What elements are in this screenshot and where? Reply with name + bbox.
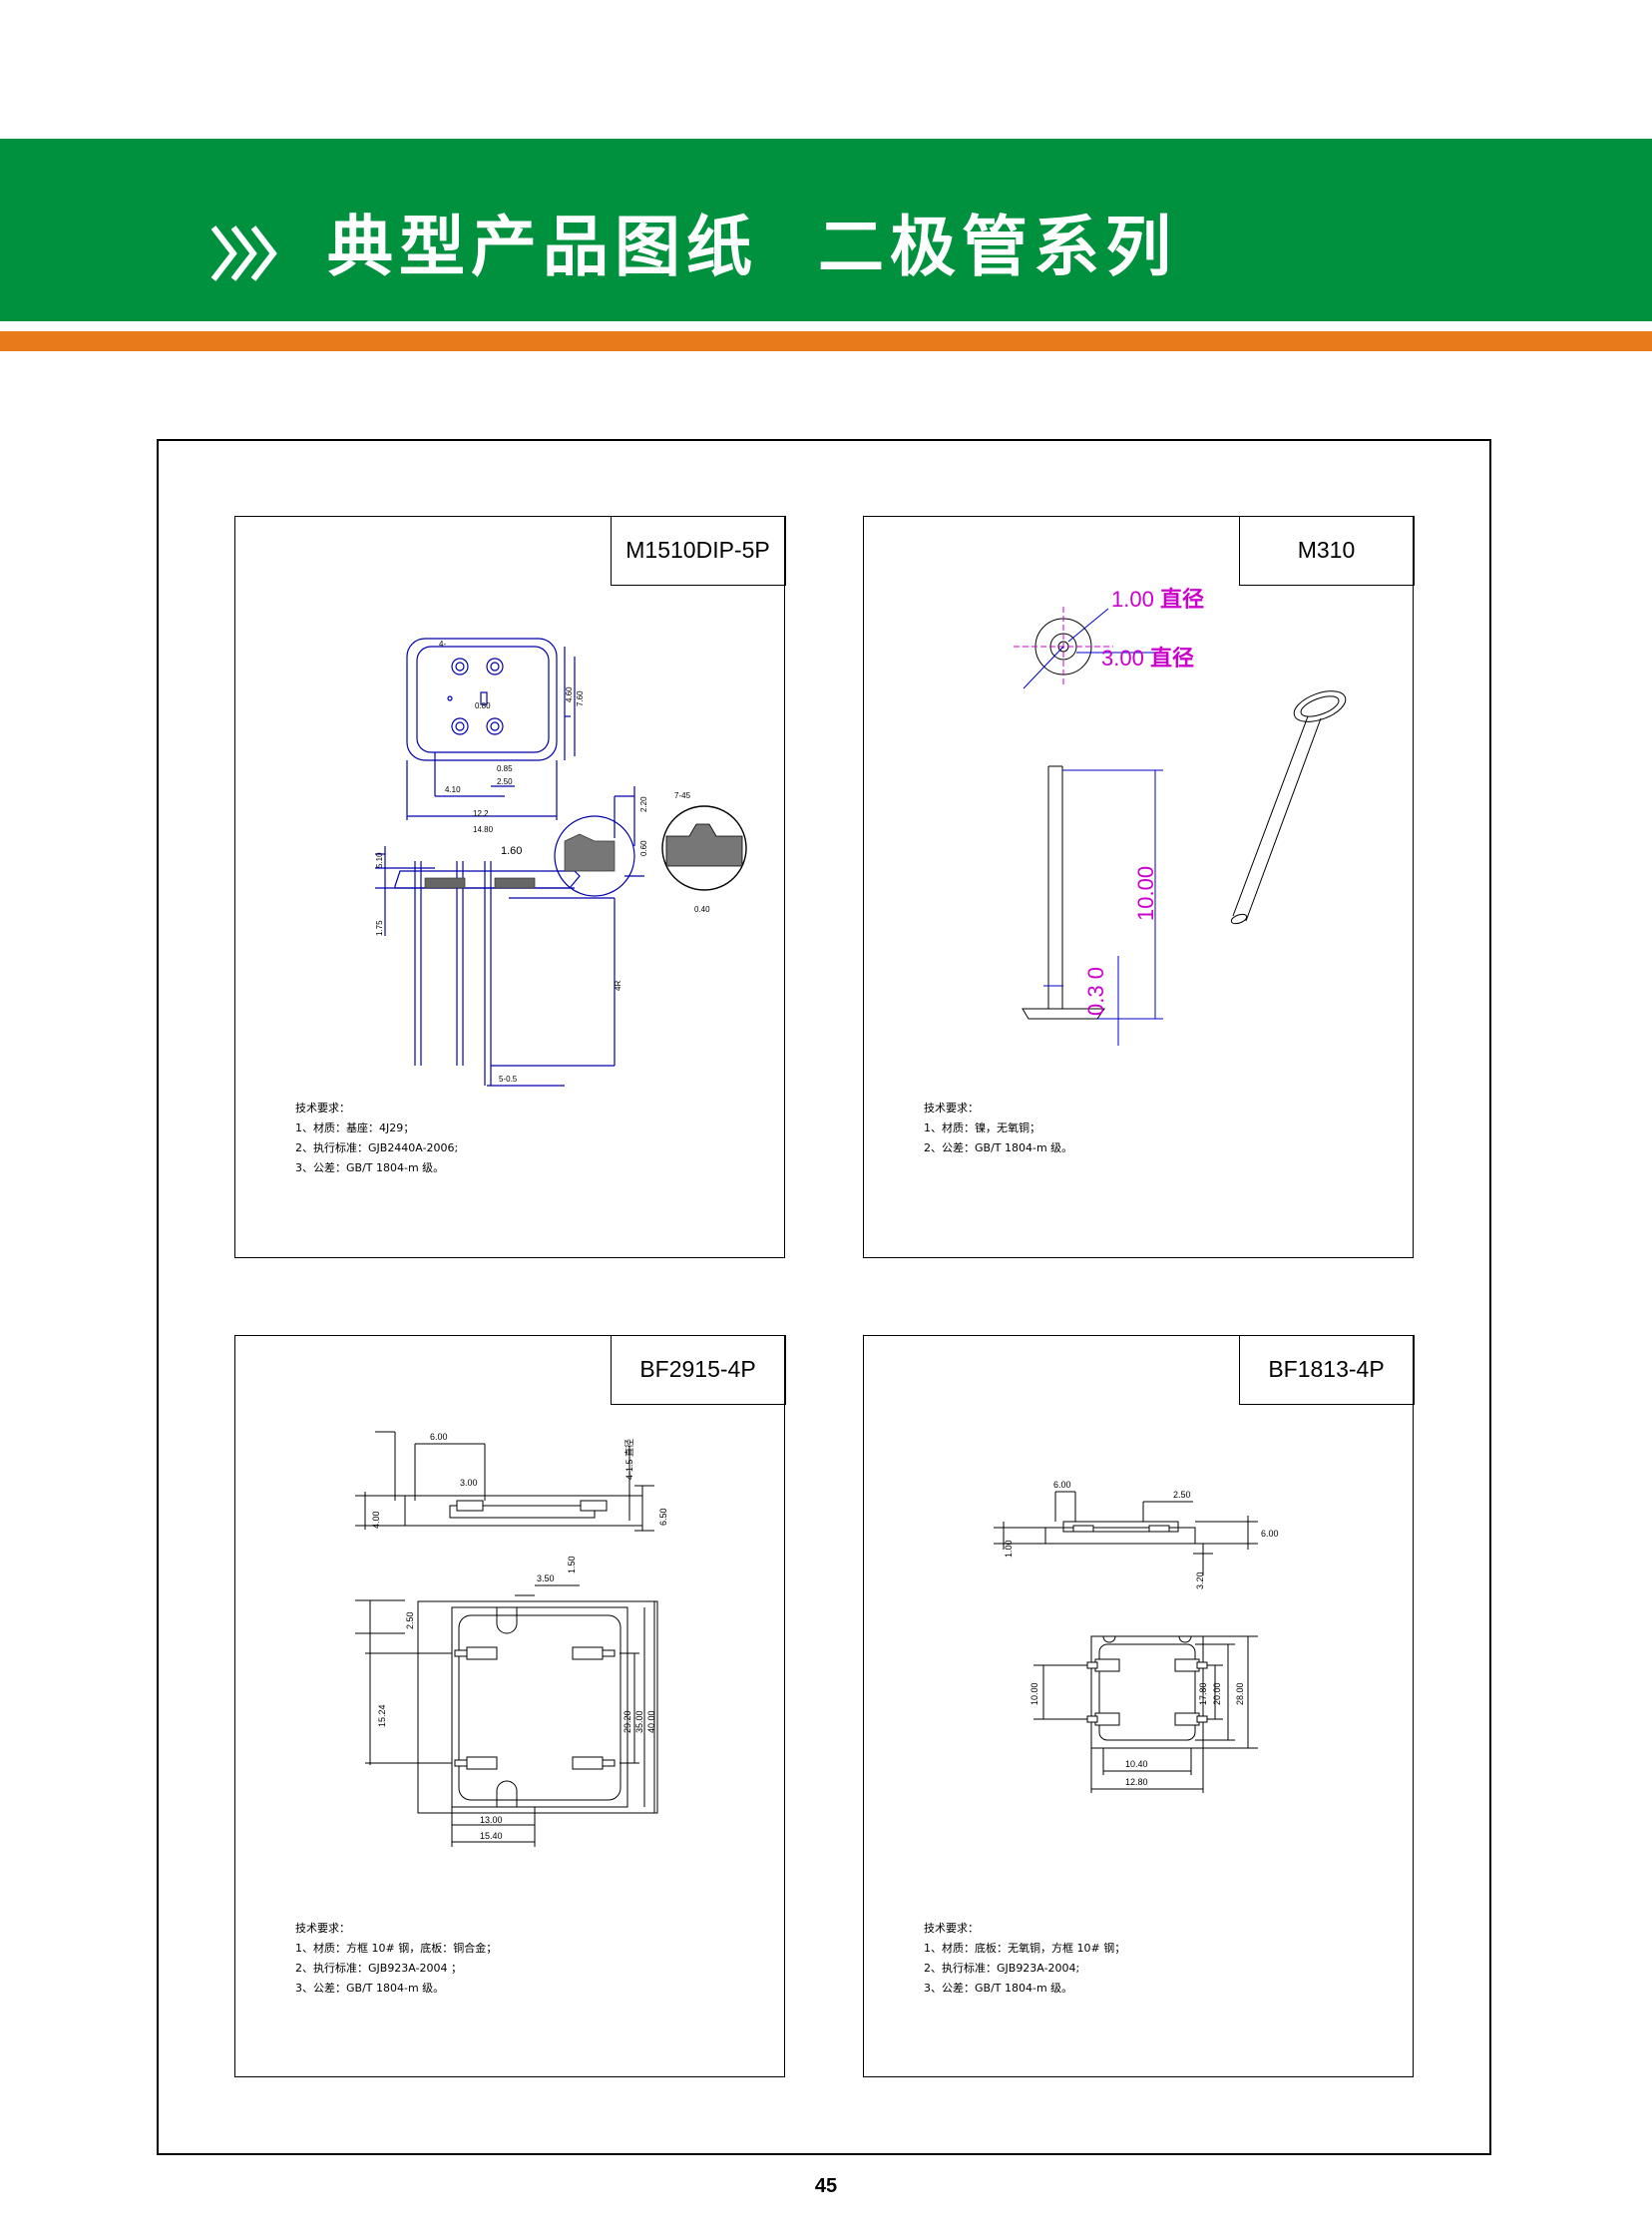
model-label: BF1813-4P bbox=[1238, 1334, 1415, 1405]
dim-text: 7.60 bbox=[576, 690, 585, 706]
dim-text: 5-0.5 bbox=[499, 1075, 518, 1084]
drawing-frame bbox=[157, 439, 1491, 2155]
dim-text: 12.2 bbox=[473, 809, 489, 818]
note-line: 2、公差：GB/T 1804-m 级。 bbox=[924, 1141, 1073, 1154]
dim-text: 0.40 bbox=[694, 905, 710, 914]
dim-text: 15.40 bbox=[480, 1831, 503, 1841]
dim-text: 2.50 bbox=[405, 1611, 415, 1629]
dim-text: 7-45 bbox=[674, 791, 691, 800]
dim-text: 3.50 bbox=[537, 1573, 555, 1583]
title-series: 二极管系列 bbox=[818, 209, 1177, 285]
note-line: 技术要求： bbox=[924, 1102, 979, 1115]
tech-notes: 技术要求： 1、材质：基座：4J29； 2、执行标准：GJB2440A-2006… bbox=[295, 1099, 458, 1178]
dim-text: 29.20 bbox=[622, 1710, 632, 1733]
dim-text: 3.00 bbox=[460, 1478, 478, 1488]
panel-m310: M310 1.00 直径 bbox=[863, 515, 1415, 1258]
model-label: BF2915-4P bbox=[610, 1334, 786, 1405]
drawing-m1510dip-5p: 4- 0.80 0.85 4.10 12.2 2.50 14.80 4.60 7… bbox=[375, 638, 747, 1087]
dim-text: 17.80 bbox=[1198, 1682, 1208, 1705]
drawing-m310: 1.00 直径 3.00 直径 10.00 0.3 0 bbox=[1014, 587, 1347, 1046]
dim-text: 0.60 bbox=[639, 840, 648, 856]
dim-text: 2.50 bbox=[1173, 1490, 1191, 1500]
svg-text:3.00 直径: 3.00 直径 bbox=[1101, 646, 1194, 672]
dim-text: 1.50 bbox=[567, 1556, 577, 1573]
dim-text: 10.00 bbox=[1030, 1682, 1039, 1705]
note-line: 2、执行标准：GJB923A-2004 ； bbox=[295, 1962, 463, 1975]
dim-text: 4.10 bbox=[445, 785, 461, 794]
dim-text: 6.00 bbox=[1053, 1480, 1071, 1490]
dim-text: 1.60 bbox=[501, 845, 522, 857]
note-line: 1、材质：方框 10# 钢，底板：铜合金； bbox=[295, 1942, 498, 1955]
dim-unit: 直径 bbox=[1150, 646, 1194, 672]
dim-text: 4-1.5 直径 bbox=[623, 1439, 634, 1480]
page-title: 典型产品图纸二极管系列 bbox=[327, 215, 1177, 280]
note-line: 3、公差：GB/T 1804-m 级。 bbox=[295, 1982, 445, 1995]
panel-bf2915-4p: BF2915-4P bbox=[234, 1334, 786, 2077]
page-number: 45 bbox=[814, 2175, 838, 2197]
dim-text: 13.00 bbox=[480, 1815, 503, 1825]
dim-text: 2.50 bbox=[497, 777, 513, 786]
dim-text: 1.00 bbox=[1111, 587, 1154, 612]
note-line: 3、公差：GB/T 1804-m 级。 bbox=[924, 1982, 1073, 1995]
dim-text: 3.20 bbox=[1195, 1571, 1205, 1589]
model-label: M310 bbox=[1238, 515, 1415, 586]
dim-text: 12.80 bbox=[1125, 1777, 1148, 1787]
note-line: 3、公差：GB/T 1804-m 级。 bbox=[295, 1161, 445, 1174]
tech-notes: 技术要求： 1、材质：方框 10# 钢，底板：铜合金； 2、执行标准：GJB92… bbox=[295, 1919, 497, 1999]
dim-text: 40.00 bbox=[646, 1710, 656, 1733]
orange-rule bbox=[0, 331, 1652, 351]
dim-text: 0.85 bbox=[497, 764, 513, 773]
dim-text: 6.00 bbox=[1261, 1529, 1279, 1539]
dim-text: 4.60 bbox=[565, 686, 574, 702]
panel-bf1813-4p: BF1813-4P bbox=[863, 1334, 1415, 2077]
dim-text: 4- bbox=[439, 640, 446, 649]
note-line: 技术要求： bbox=[295, 1102, 350, 1115]
title-main: 典型产品图纸 bbox=[327, 209, 758, 285]
dim-text: 1.00 bbox=[1004, 1540, 1014, 1558]
dim-text: 1.75 bbox=[375, 920, 384, 936]
svg-text:1.00 直径: 1.00 直径 bbox=[1111, 587, 1204, 613]
triple-chevron-icon bbox=[210, 225, 277, 281]
dim-text: 15.24 bbox=[377, 1704, 387, 1727]
dim-text: 6.50 bbox=[658, 1508, 668, 1526]
header-banner bbox=[0, 139, 1652, 321]
note-line: 2、执行标准：GJB923A-2004; bbox=[924, 1962, 1080, 1975]
dim-text: 35.00 bbox=[634, 1710, 644, 1733]
dim-text: 20.00 bbox=[1212, 1682, 1222, 1705]
tech-notes: 技术要求： 1、材质：镍，无氧铜； 2、公差：GB/T 1804-m 级。 bbox=[924, 1099, 1072, 1158]
drawing-bf2915-4p: 6.00 3.00 4-1.5 直径 4.00 6.50 3.50 1.50 2… bbox=[355, 1431, 668, 1847]
dim-text: 14.80 bbox=[473, 825, 494, 834]
dim-text: 0.3 0 bbox=[1083, 967, 1108, 1016]
note-line: 2、执行标准：GJB2440A-2006; bbox=[295, 1141, 459, 1154]
note-line: 1、材质：基座：4J29； bbox=[295, 1121, 415, 1134]
tech-notes: 技术要求： 1、材质：底板：无氧铜，方框 10# 钢； 2、执行标准：GJB92… bbox=[924, 1919, 1125, 1999]
note-line: 技术要求： bbox=[924, 1922, 979, 1935]
note-line: 1、材质：镍，无氧铜； bbox=[924, 1121, 1040, 1134]
dim-text: 3.00 bbox=[1101, 646, 1144, 671]
dim-text: 10.00 bbox=[1133, 866, 1158, 921]
dim-text: 28.00 bbox=[1235, 1682, 1245, 1705]
dim-text: 4.00 bbox=[371, 1511, 381, 1529]
dim-unit: 直径 bbox=[1160, 587, 1204, 613]
drawing-bf1813-4p: 6.00 2.50 6.00 1.00 3.20 10.00 17.80 20.… bbox=[994, 1480, 1279, 1793]
dim-text: 10.40 bbox=[1125, 1759, 1148, 1769]
dim-text: 2.20 bbox=[639, 796, 648, 812]
panel-m1510dip-5p: M1510DIP-5P bbox=[234, 515, 786, 1258]
dim-text: 6.00 bbox=[430, 1432, 448, 1442]
dim-text: 0.80 bbox=[475, 701, 491, 710]
model-label: M1510DIP-5P bbox=[610, 515, 786, 586]
note-line: 技术要求： bbox=[295, 1922, 350, 1935]
note-line: 1、材质：底板：无氧铜，方框 10# 钢； bbox=[924, 1942, 1126, 1955]
dim-text: 5.10 bbox=[375, 852, 384, 868]
dim-text: 4R bbox=[614, 981, 622, 991]
